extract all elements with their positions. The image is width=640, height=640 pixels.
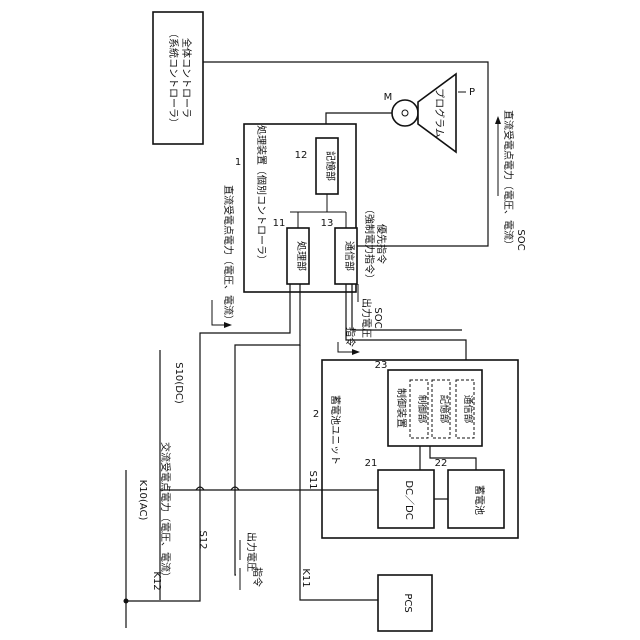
s11-label: S11 [307, 470, 318, 489]
battery-ref: 22 [435, 458, 448, 469]
motor-ref: M [384, 92, 393, 103]
command-bottom-label: 指令 [251, 567, 264, 587]
ac-power-label: 交流受電点電力（電圧、電流） [159, 442, 172, 582]
global-controller-label: 全体コントローラ [180, 38, 193, 118]
s10-line [200, 284, 290, 490]
storage-part-label: 記憶部 [438, 395, 450, 424]
comm-part-label: 通信部 [462, 395, 474, 424]
processing-label: 処理部 [295, 241, 308, 271]
comm-label: 通信部 [343, 241, 356, 271]
k12-label: K12 [151, 571, 162, 590]
battery-unit-label: 蓄電池ユニット [329, 395, 342, 465]
arrowhead [352, 349, 360, 355]
soc-dc-power-label: 直流受電点電力（電圧、電流） [502, 110, 515, 250]
soc-output-label: SOC [372, 307, 383, 328]
storage-label: 記憶部 [324, 151, 337, 181]
pcs-label: PCS [402, 593, 413, 612]
global-controller-sublabel: （系統コントローラ） [167, 28, 180, 128]
pcs-signal-line-b [235, 490, 236, 575]
output-voltage-bottom-label: 出力電圧 [245, 532, 258, 572]
processing-device-ref: 1 [235, 157, 241, 168]
k11-label: K11 [300, 568, 311, 587]
battery-label: 蓄電池 [473, 485, 486, 515]
battery-unit-ref: 2 [313, 409, 319, 420]
priority-command-sublabel: （強制電力指令） [363, 204, 376, 284]
soc-label: SOC [515, 229, 526, 250]
output-voltage-label: 出力電圧 [360, 298, 373, 338]
comm-ref: 13 [321, 218, 334, 229]
dcdc-ref: 21 [365, 458, 378, 469]
dcdc-label: DC／DC [403, 480, 415, 519]
program-ref: P [469, 87, 475, 98]
program-label: プログラム [433, 88, 446, 138]
control-part-label: 制御部 [416, 395, 428, 424]
processing-device-label: 処理装置（個別コントローラ） [255, 125, 268, 265]
arrowhead [495, 116, 501, 124]
s12-label: S12 [197, 530, 208, 549]
dc-power-label: 直流受電点電力（電圧、電流） [222, 185, 235, 325]
k10-label: K10(AC) [137, 480, 148, 521]
control-device-ref: 23 [375, 360, 388, 371]
control-device-label: 制御装置 [395, 388, 408, 428]
processing-ref: 11 [273, 218, 286, 229]
motor-circle [392, 100, 418, 126]
storage-ref: 12 [295, 150, 308, 161]
priority-command-label: 優先指令 [375, 224, 388, 264]
s10-label: S10(DC) [173, 362, 184, 404]
